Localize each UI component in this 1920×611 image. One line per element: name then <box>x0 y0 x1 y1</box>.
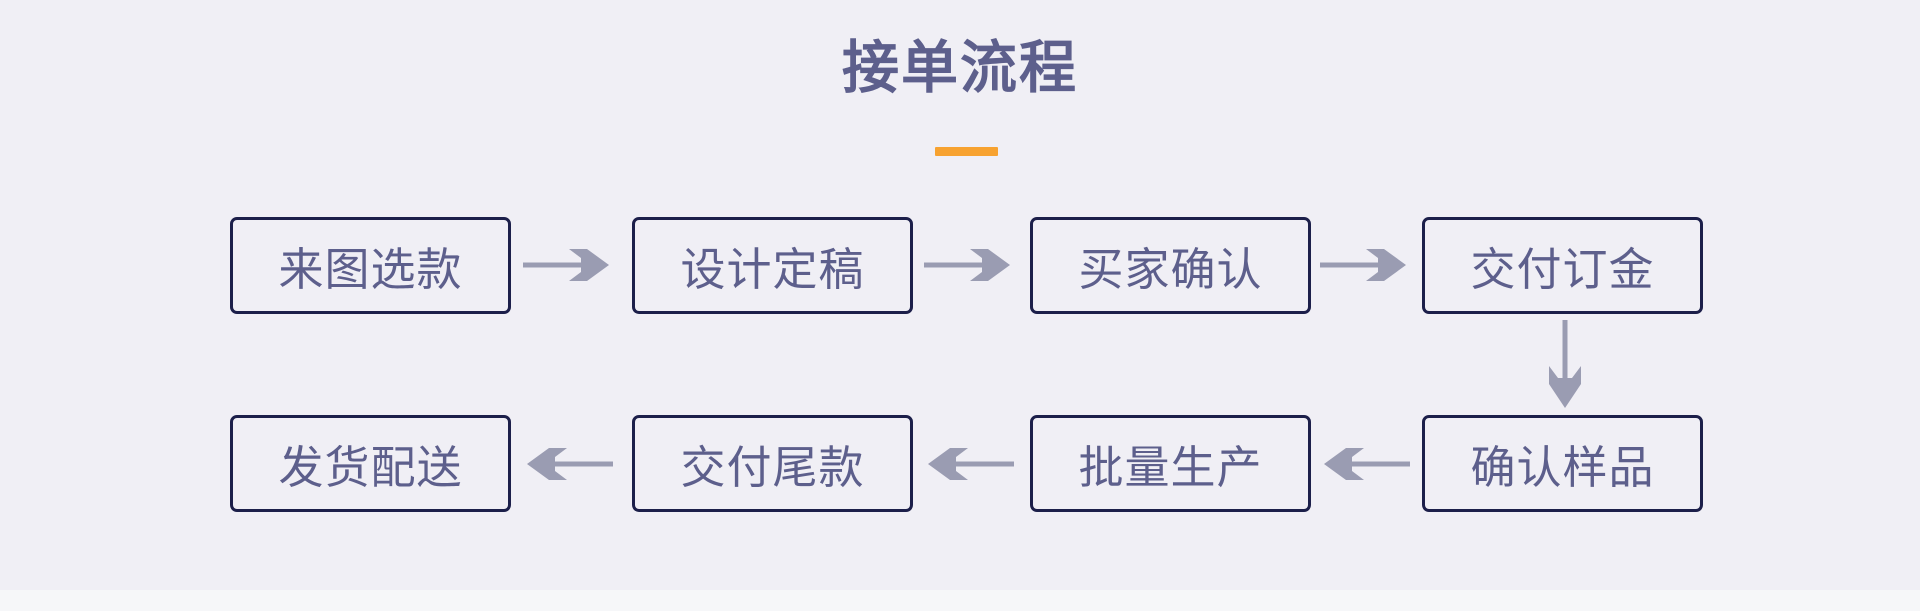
flow-node-label: 确认样品 <box>1470 443 1655 493</box>
flow-node-mai-jia-que-ren[interactable]: 买家确认 <box>1030 217 1311 314</box>
flow-node-label: 交付订金 <box>1470 245 1655 295</box>
flow-node-label: 买家确认 <box>1078 245 1263 295</box>
flow-node-pi-liang-sheng-chan[interactable]: 批量生产 <box>1030 415 1311 512</box>
flow-node-fa-huo-pei-song[interactable]: 发货配送 <box>230 415 511 512</box>
arrow-right-icon <box>523 245 613 285</box>
arrow-left-icon <box>1320 444 1410 484</box>
flow-node-label: 设计定稿 <box>680 245 865 295</box>
arrow-left-icon <box>523 444 613 484</box>
flow-node-jiao-fu-ding-jin[interactable]: 交付订金 <box>1422 217 1703 314</box>
flow-node-label: 交付尾款 <box>680 443 865 493</box>
flow-node-jiao-fu-wei-kuan[interactable]: 交付尾款 <box>632 415 913 512</box>
arrow-right-icon <box>924 245 1014 285</box>
flow-node-label: 来图选款 <box>278 245 463 295</box>
page-title: 接单流程 <box>842 37 1078 100</box>
arrow-left-icon <box>924 444 1014 484</box>
flow-node-label: 批量生产 <box>1078 443 1263 493</box>
flow-node-que-ren-yang-pin[interactable]: 确认样品 <box>1422 415 1703 512</box>
flow-node-label: 发货配送 <box>278 443 463 493</box>
footer-strip <box>0 590 1920 611</box>
title-underline-accent <box>935 147 998 156</box>
arrow-right-icon <box>1320 245 1410 285</box>
flow-node-lai-tu-xuan-kuan[interactable]: 来图选款 <box>230 217 511 314</box>
arrow-down-icon <box>1545 320 1585 412</box>
flow-node-she-ji-ding-gao[interactable]: 设计定稿 <box>632 217 913 314</box>
